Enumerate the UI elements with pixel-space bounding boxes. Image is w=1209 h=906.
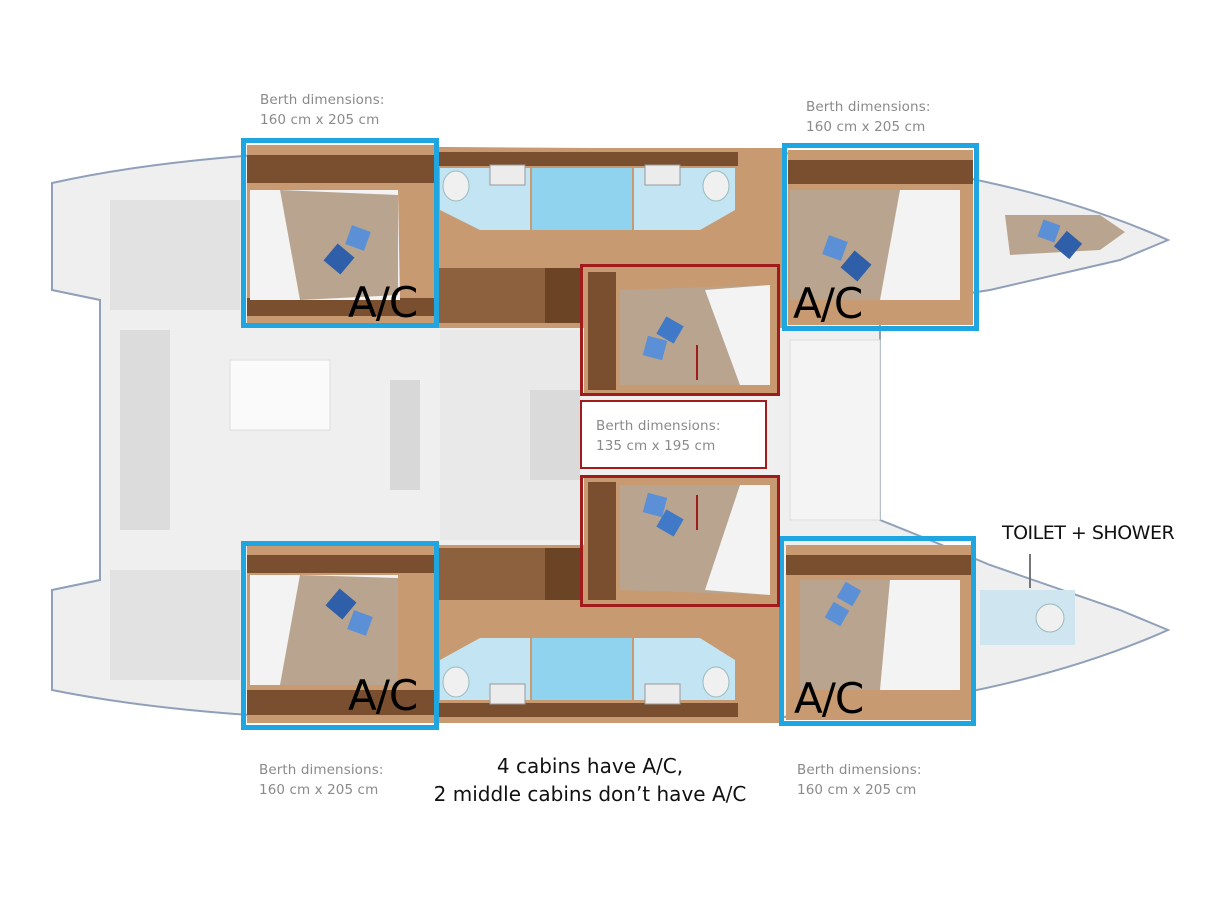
berth-size: 160 cm x 205 cm xyxy=(806,119,926,135)
ac-note: 4 cabins have A/C, 2 middle cabins don’t… xyxy=(400,752,780,808)
berth-title: Berth dimensions: xyxy=(259,762,384,778)
berth-label-bottom-left: Berth dimensions: 160 cm x 205 cm xyxy=(259,760,383,800)
aft-seat-bottom xyxy=(110,570,240,680)
cabin-middle-top-drawing xyxy=(584,268,777,393)
middle-berth-label: Berth dimensions: 135 cm x 195 cm xyxy=(596,416,720,456)
berth-title: Berth dimensions: xyxy=(596,418,721,434)
berth-label-bottom-right: Berth dimensions: 160 cm x 205 cm xyxy=(797,760,921,800)
forward-lounge xyxy=(789,339,881,521)
middle-berth-label-box: Berth dimensions: 135 cm x 195 cm xyxy=(580,400,767,469)
berth-size: 160 cm x 205 cm xyxy=(797,782,917,798)
berth-label-top-left: Berth dimensions: 160 cm x 205 cm xyxy=(260,90,384,130)
saloon-divider xyxy=(390,380,420,490)
shower-top-1 xyxy=(532,168,582,230)
sink-icon xyxy=(644,164,681,186)
ac-label: A/C xyxy=(793,279,863,328)
shower-bottom-2 xyxy=(582,638,632,700)
berth-title: Berth dimensions: xyxy=(260,92,385,108)
shower-bottom-1 xyxy=(532,638,582,700)
ac-label: A/C xyxy=(348,278,418,327)
ac-cabin-bottom-left: A/C xyxy=(241,541,439,730)
ac-cabin-top-left: A/C xyxy=(241,138,439,328)
toilet-icon xyxy=(702,666,730,698)
saloon-table xyxy=(530,390,580,480)
sink-icon xyxy=(644,683,681,705)
aft-seat-top xyxy=(110,200,240,310)
berth-size: 135 cm x 195 cm xyxy=(596,438,716,454)
note-line-2: 2 middle cabins don’t have A/C xyxy=(433,782,747,806)
ac-label: A/C xyxy=(794,674,864,723)
toilet-icon xyxy=(702,170,730,202)
cabin-bottom-left-drawing xyxy=(247,545,434,723)
berth-size: 160 cm x 205 cm xyxy=(260,112,380,128)
ac-cabin-top-right: A/C xyxy=(782,143,979,331)
toilet-shower-label: TOILET + SHOWER xyxy=(1002,522,1175,544)
toilet-icon xyxy=(442,170,470,202)
stairs-top xyxy=(545,268,583,323)
berth-size: 160 cm x 205 cm xyxy=(259,782,379,798)
stairs-bottom xyxy=(545,548,583,600)
cabin-middle-bottom-drawing xyxy=(584,478,777,603)
cabin-bottom-right-drawing xyxy=(786,545,972,720)
cockpit-table xyxy=(229,359,331,431)
no-ac-cabin-middle-top xyxy=(580,264,780,396)
berth-title: Berth dimensions: xyxy=(806,99,931,115)
sink-icon xyxy=(489,164,526,186)
shower-top-2 xyxy=(582,168,632,230)
ac-label: A/C xyxy=(348,671,418,720)
cabin-top-left-drawing xyxy=(247,145,434,323)
sink-icon xyxy=(489,683,526,705)
berth-title: Berth dimensions: xyxy=(797,762,922,778)
note-line-1: 4 cabins have A/C, xyxy=(496,754,684,778)
no-ac-cabin-middle-bottom xyxy=(580,475,780,607)
aft-bench xyxy=(120,330,170,530)
ac-cabin-bottom-right: A/C xyxy=(779,536,976,726)
berth-label-top-right: Berth dimensions: 160 cm x 205 cm xyxy=(806,97,930,137)
toilet-leader-line xyxy=(1029,554,1031,588)
toilet-icon xyxy=(442,666,470,698)
cabin-top-right-drawing xyxy=(788,150,973,325)
